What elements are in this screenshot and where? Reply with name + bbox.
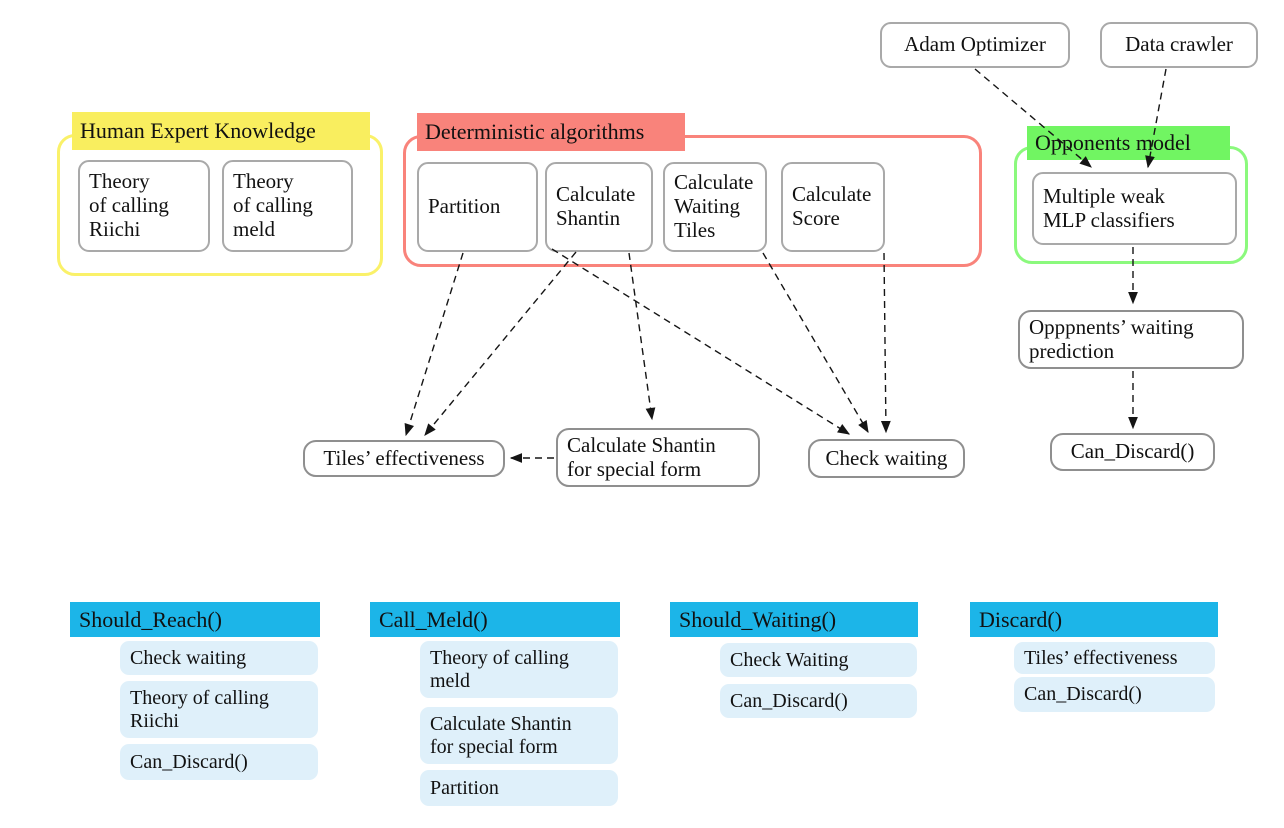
node-data-crawler: Data crawler	[1100, 22, 1258, 68]
api-header-discard: Discard()	[970, 602, 1218, 637]
api-item: Theory of calling meld	[420, 641, 618, 698]
arrow-partition-to-check-waiting	[551, 248, 851, 435]
arrow-partition-to-tiles-effectiveness	[404, 252, 464, 437]
node-tiles-effectiveness: Tiles’ effectiveness	[303, 440, 505, 477]
node-check-waiting: Check waiting	[808, 439, 965, 478]
node-adam-optimizer: Adam Optimizer	[880, 22, 1070, 68]
node-calculate-shantin-special-form: Calculate Shantin for special form	[556, 428, 760, 487]
node-calculate-shantin: Calculate Shantin	[545, 162, 653, 252]
group-human-expert-title: Human Expert Knowledge	[72, 112, 370, 150]
api-item: Check Waiting	[720, 643, 917, 677]
api-item: Theory of calling Riichi	[120, 681, 318, 738]
api-item: Can_Discard()	[120, 744, 318, 780]
api-header-should-waiting: Should_Waiting()	[670, 602, 918, 637]
node-partition: Partition	[417, 162, 538, 252]
arrow-score-to-check-waiting	[880, 252, 891, 434]
arrow-waiting-tiles-to-check-waiting	[762, 252, 869, 434]
api-item: Check waiting	[120, 641, 318, 675]
node-can-discard: Can_Discard()	[1050, 433, 1215, 471]
group-opponents-title: Opponents model	[1027, 126, 1230, 160]
api-header-should-reach: Should_Reach()	[70, 602, 320, 637]
node-multiple-weak-mlp-classifiers: Multiple weak MLP classifiers	[1032, 172, 1237, 245]
node-theory-calling-riichi: Theory of calling Riichi	[78, 160, 210, 252]
arrow-shantin-to-special-form	[628, 252, 656, 421]
api-item: Can_Discard()	[1014, 677, 1215, 712]
api-item: Can_Discard()	[720, 684, 917, 718]
node-calculate-waiting-tiles: Calculate Waiting Tiles	[663, 162, 767, 252]
group-deterministic-title: Deterministic algorithms	[417, 113, 685, 151]
node-theory-calling-meld: Theory of calling meld	[222, 160, 353, 252]
api-item: Partition	[420, 770, 618, 806]
arrow-shantin-to-tiles-effectiveness	[424, 251, 577, 436]
api-item: Calculate Shantin for special form	[420, 707, 618, 764]
api-item: Tiles’ effectiveness	[1014, 642, 1215, 674]
node-opponents-waiting-prediction: Opppnents’ waiting prediction	[1018, 310, 1244, 369]
node-calculate-score: Calculate Score	[781, 162, 885, 252]
api-header-call-meld: Call_Meld()	[370, 602, 620, 637]
